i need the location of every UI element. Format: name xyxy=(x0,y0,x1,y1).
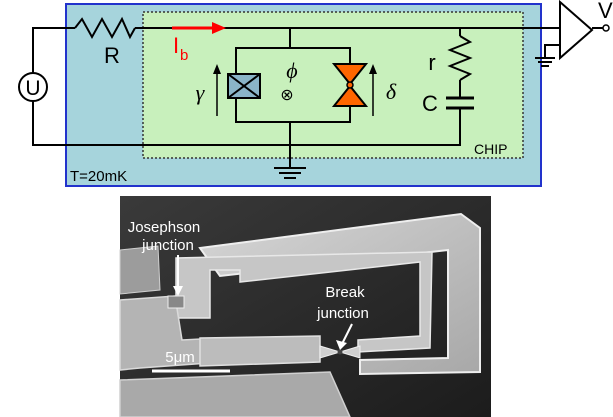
chip-label: CHIP xyxy=(474,141,507,157)
sem-josephson-junction xyxy=(167,295,185,309)
break-junction-symbol xyxy=(331,63,369,107)
break-pointer-arrow xyxy=(336,323,353,350)
gamma-label: γ xyxy=(196,80,206,105)
josephson-label-line1: Josephson xyxy=(128,219,201,236)
bias-current-main: I xyxy=(173,33,179,58)
gamma-arrow xyxy=(213,64,221,116)
phi-label: ϕ xyxy=(286,58,297,83)
resistor-R-label: R xyxy=(104,43,120,68)
delta-arrow xyxy=(369,64,377,116)
sem-micrograph: Josephson junction Break junction 5μm xyxy=(119,196,491,417)
josephson-pointer-arrow xyxy=(173,255,183,296)
sem-lower-lead xyxy=(199,335,321,367)
sem-left-edge xyxy=(119,245,161,295)
josephson-junction-symbol xyxy=(227,73,261,99)
scale-bar-label: 5μm xyxy=(165,349,194,366)
bias-current-arrow xyxy=(172,22,226,34)
break-label-line1: Break xyxy=(325,284,365,301)
sem-break-junction xyxy=(319,345,361,359)
output-terminal xyxy=(602,24,610,32)
voltage-source-symbol xyxy=(18,72,48,102)
bias-current-label: I xyxy=(173,33,179,58)
shunt-resistor-symbol xyxy=(447,35,473,81)
delta-label: δ xyxy=(386,79,397,104)
circuit-schematic: R U I b γ ϕ ⊗ xyxy=(18,0,613,187)
amplifier-ground-icon xyxy=(535,57,555,67)
josephson-label-line2: junction xyxy=(141,237,194,254)
shunt-r-label: r xyxy=(428,50,435,75)
voltage-source-label: U xyxy=(25,77,40,100)
sem-bottom-pad xyxy=(119,371,351,417)
ground-icon xyxy=(274,167,306,179)
temperature-label: T=20mK xyxy=(70,168,127,185)
amplifier-output-label: V xyxy=(598,0,613,23)
break-label-line2: junction xyxy=(316,305,369,322)
amplifier-symbol xyxy=(559,0,594,61)
resistor-R-symbol xyxy=(74,16,136,40)
bias-current-subscript: b xyxy=(180,47,188,64)
flux-cross-icon: ⊗ xyxy=(280,87,293,104)
sem-inner-loop xyxy=(175,251,433,353)
shunt-c-label: C xyxy=(422,91,438,116)
